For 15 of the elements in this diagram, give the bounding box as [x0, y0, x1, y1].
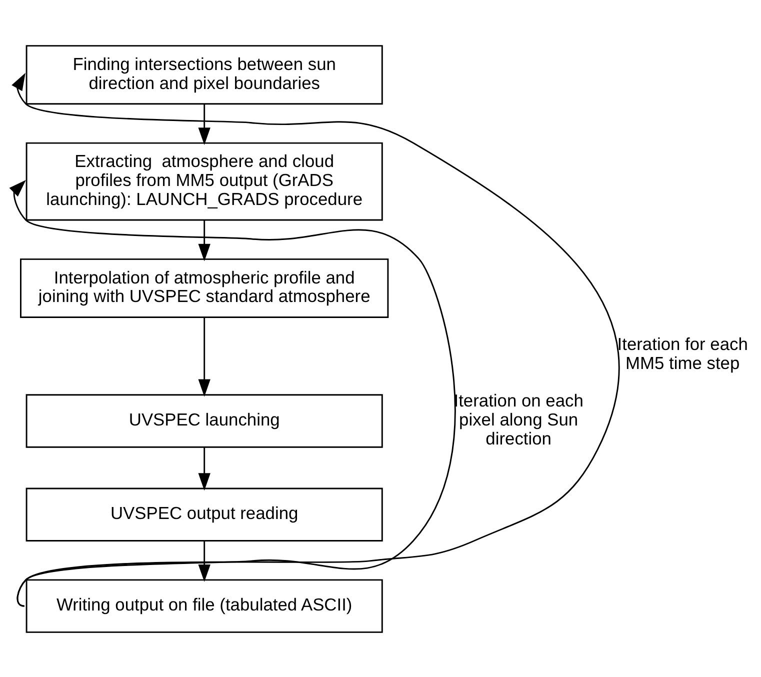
node-box: UVSPEC launching: [26, 394, 383, 448]
arrow: [9, 179, 456, 606]
node-box: Writing output on file (tabulated ASCII): [26, 578, 383, 632]
arrow: [198, 104, 210, 144]
node-box: Extracting atmosphere and cloud profiles from MM5 output (GrADS launching): LAUNCH_GRADS procedure: [26, 142, 383, 220]
arrow: [198, 540, 210, 582]
arrow: [198, 220, 210, 261]
node-box: Finding intersections between sun direction and pixel boundaries: [26, 44, 383, 104]
node-box: UVSPEC output reading: [26, 487, 383, 541]
arrow: [198, 317, 210, 396]
edge-label: Iteration for each MM5 time step: [617, 334, 748, 372]
arrow: [12, 72, 620, 606]
arrow: [198, 446, 210, 490]
edge-label: Iteration on each pixel along Sun direction: [454, 390, 584, 448]
node-box: Interpolation of atmospheric profile and joining with UVSPEC standard atmosphere: [20, 258, 389, 318]
